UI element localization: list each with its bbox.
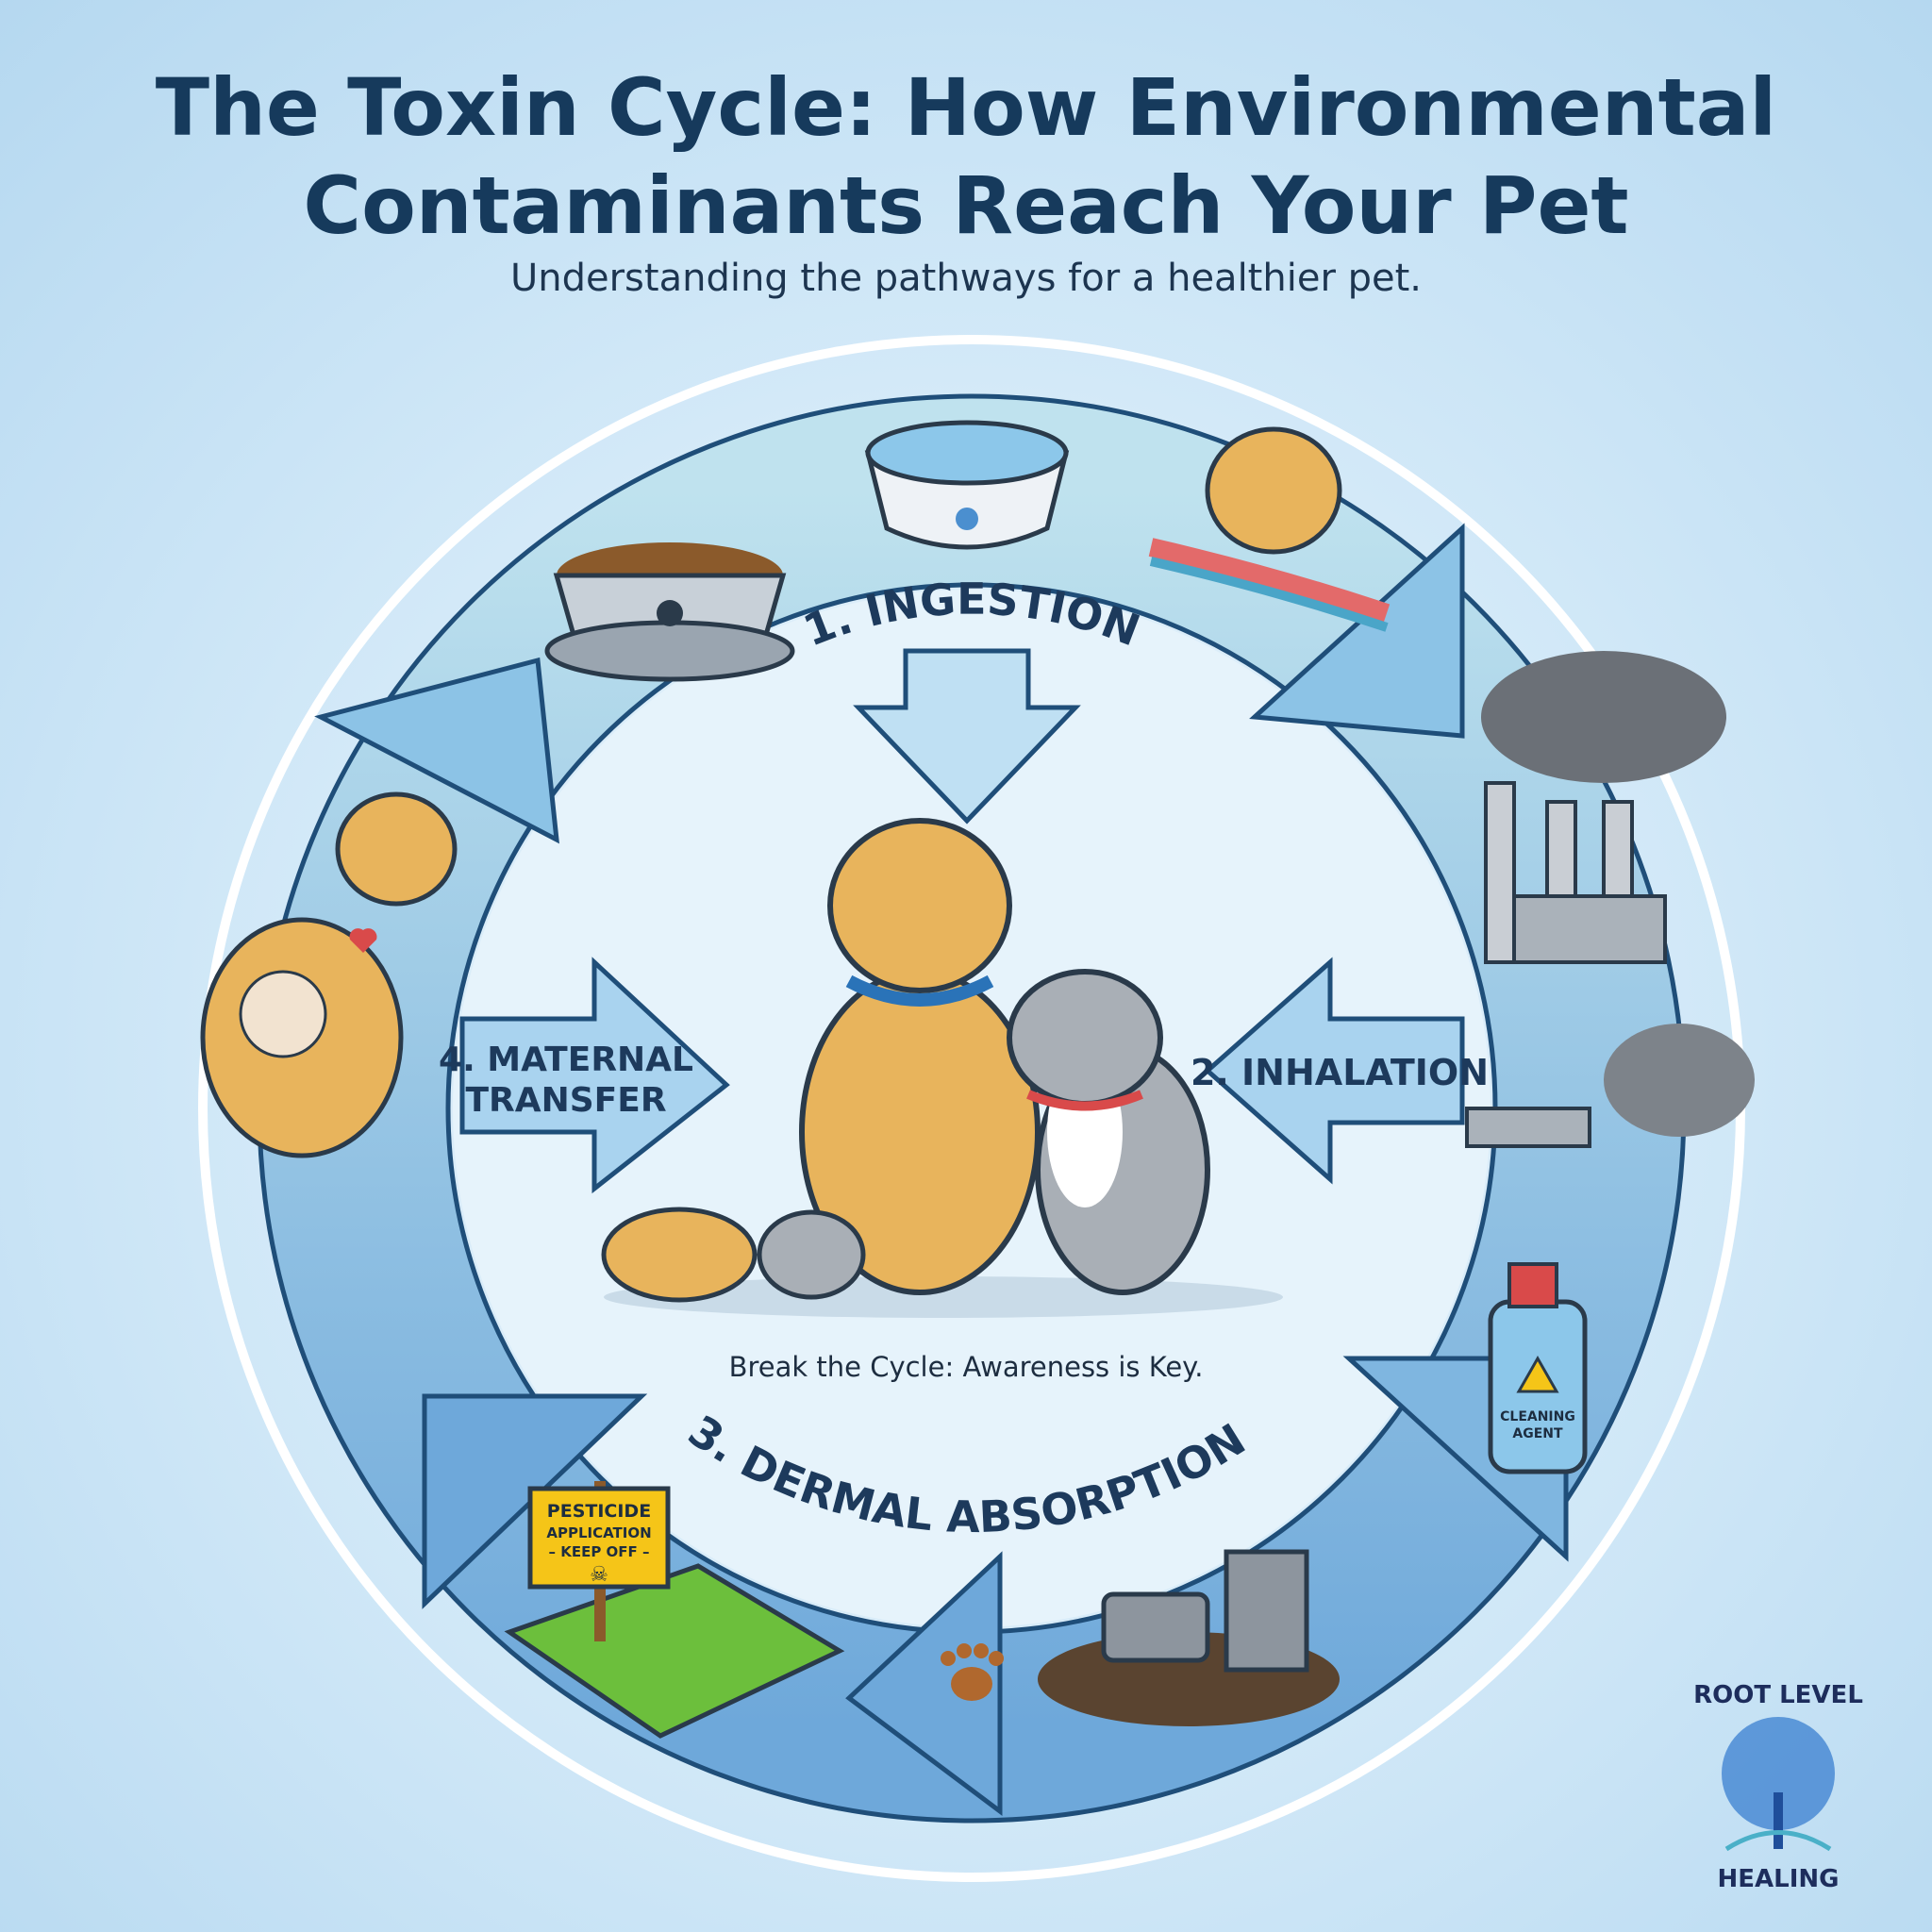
inward-arrow-top-icon [853, 648, 1081, 824]
food-bowl-icon [544, 542, 795, 682]
sign-text-1: PESTICIDE [547, 1501, 651, 1522]
inward-arrow-left-icon [459, 957, 730, 1194]
svg-text:HEALING: HEALING [1718, 1865, 1840, 1893]
inward-arrow-right-icon [1204, 957, 1465, 1185]
sign-text-3: – KEEP OFF – [548, 1543, 649, 1560]
sign-text-2: APPLICATION [546, 1524, 651, 1541]
center-tagline: Break the Cycle: Awareness is Key. [728, 1351, 1204, 1383]
dog-with-rope-toy-icon [1148, 426, 1391, 632]
stage-label-maternal-1: 4. MATERNAL [439, 1041, 693, 1079]
factory-smoke-icon [1481, 651, 1726, 964]
svg-text:☠: ☠ [590, 1563, 608, 1587]
cycle-arrowhead-icon [845, 1551, 1003, 1816]
pregnant-dog-icon [200, 791, 458, 1158]
pesticide-lawn-sign-icon: PESTICIDE APPLICATION – KEEP OFF – ☠ [504, 1481, 845, 1739]
page-title: The Toxin Cycle: How Environmental Conta… [155, 61, 1777, 252]
svg-text:ROOT LEVEL: ROOT LEVEL [1693, 1681, 1863, 1709]
water-bowl-icon [864, 420, 1070, 550]
cleaning-label-2: AGENT [1512, 1426, 1563, 1441]
cleaning-spray-bottle-icon: CLEANING AGENT [1488, 1262, 1588, 1474]
chemical-barrels-icon [1038, 1549, 1340, 1726]
root-level-healing-logo: ROOT LEVEL HEALING [1693, 1681, 1863, 1893]
subtitle: Understanding the pathways for a healthi… [509, 257, 1422, 300]
stage-label-inhalation: 2. INHALATION [1191, 1052, 1489, 1093]
paw-print-icon [941, 1643, 1004, 1701]
cleaning-label-1: CLEANING [1500, 1409, 1575, 1424]
stage-label-maternal-2: TRANSFER [465, 1081, 666, 1120]
center-pets-illustration [601, 818, 1283, 1318]
cycle-arrowhead-icon [314, 657, 559, 844]
exhaust-pipe-icon [1465, 1024, 1755, 1148]
